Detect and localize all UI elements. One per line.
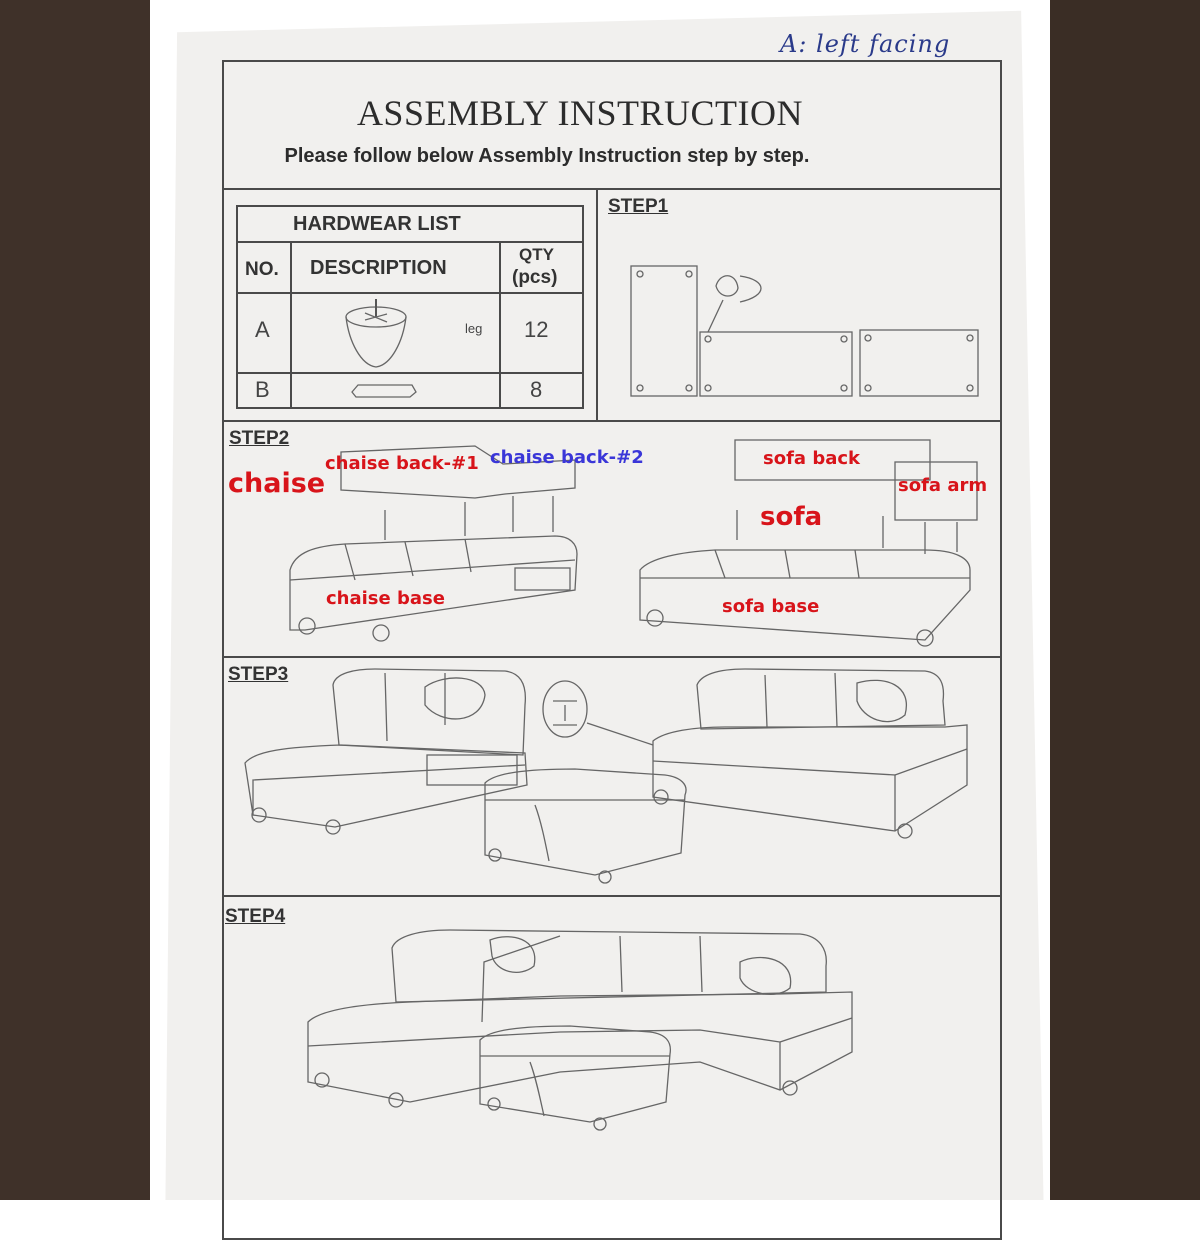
step2-divider: [222, 420, 1002, 422]
step2-label: STEP2: [229, 428, 290, 449]
step4-divider: [222, 895, 1002, 897]
label-sofa-back: sofa back: [763, 448, 860, 469]
step2-diagram: [289, 439, 978, 647]
leg-illustration: [345, 299, 407, 368]
column-header-qty: QTY: [519, 245, 554, 264]
label-sofa: sofa: [760, 502, 823, 532]
label-chaise-base: chaise base: [326, 588, 445, 609]
hardware-table: HARDWEAR LIST NO. DESCRIPTION QTY (pcs) …: [236, 205, 584, 409]
label-sofa-arm: sofa arm: [898, 475, 988, 496]
handwritten-note: A: left facing: [780, 30, 951, 58]
page-title: ASSEMBLY INSTRUCTION: [356, 93, 804, 133]
page-subtitle: Please follow below Assembly Instruction…: [284, 145, 810, 167]
row-b-qty: 8: [530, 377, 543, 402]
column-header-no: NO.: [245, 259, 279, 280]
row-a-no: A: [255, 317, 270, 342]
label-chaise-back-1: chaise back-#1: [325, 453, 479, 474]
step1-label: STEP1: [608, 196, 669, 217]
header-divider: [222, 188, 1002, 190]
row-a-label: leg: [465, 321, 483, 336]
step4-label: STEP4: [225, 906, 286, 927]
column-header-description: DESCRIPTION: [310, 257, 447, 279]
step3-diagram: [244, 668, 968, 884]
background-right: [1050, 0, 1200, 1200]
step3-label: STEP3: [228, 664, 289, 685]
column-header-pcs: (pcs): [512, 267, 558, 288]
step3-divider: [222, 656, 1002, 658]
row-b-no: B: [255, 377, 270, 402]
row-a-qty: 12: [524, 317, 549, 342]
label-chaise-back-2: chaise back-#2: [490, 447, 644, 468]
label-sofa-base: sofa base: [722, 596, 820, 617]
step4-diagram: [307, 929, 853, 1131]
instruction-sheet: [165, 10, 1044, 1200]
step1-divider: [596, 188, 598, 420]
label-chaise: chaise: [228, 468, 326, 499]
bracket-illustration: [351, 384, 417, 398]
hardware-list-heading: HARDWEAR LIST: [293, 213, 461, 235]
background-left: [0, 0, 150, 1200]
step1-diagram: [630, 265, 979, 397]
